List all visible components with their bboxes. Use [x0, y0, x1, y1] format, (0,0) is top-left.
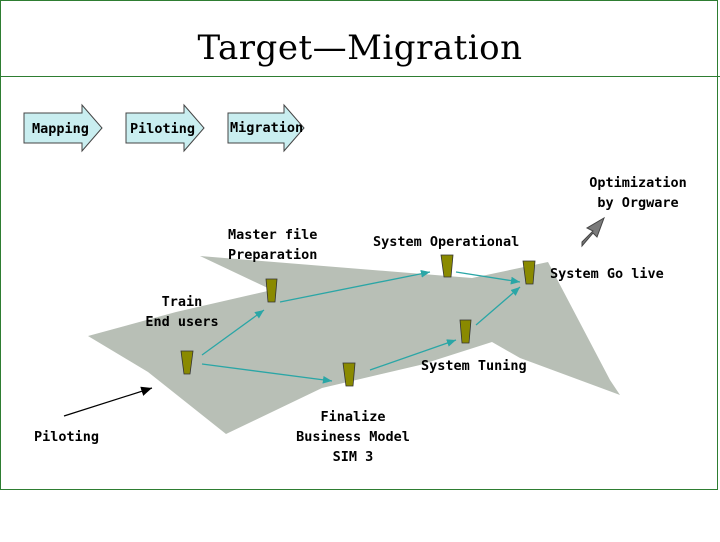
- label-optimization-line2: by Orgware: [597, 195, 679, 211]
- phase-label-mapping: Mapping: [32, 121, 89, 137]
- label-finalize-line3: SIM 3: [332, 449, 374, 465]
- milestone-marker-master-file: [265, 278, 278, 303]
- label-optimization-line1: Optimization: [589, 175, 687, 191]
- connector-master-to-operational: [279, 269, 431, 303]
- migration-plane: [88, 256, 620, 434]
- title-divider: [0, 76, 720, 77]
- label-system-tuning: System Tuning: [421, 358, 527, 374]
- milestone-marker-go-live: [522, 260, 536, 285]
- slide-title: Target—Migration: [197, 28, 523, 68]
- label-finalize-line2: Business Model: [296, 429, 410, 445]
- label-train-line1: Train: [161, 294, 203, 310]
- label-train-line2: End users: [145, 314, 219, 330]
- connector-train-to-master: [201, 309, 265, 356]
- milestone-marker-train: [180, 350, 194, 375]
- milestone-marker-operational: [440, 254, 454, 278]
- label-optimization: Optimization by Orgware: [583, 173, 693, 213]
- phase-arrow-piloting[interactable]: [125, 103, 205, 153]
- slide-frame: [0, 0, 718, 490]
- milestone-marker-finalize: [342, 362, 356, 387]
- piloting-pointer-arrow: [63, 386, 153, 417]
- phase-arrow-migration[interactable]: [227, 103, 305, 153]
- connector-operational-to-golive: [455, 271, 521, 285]
- label-master-file-line1: Master file: [228, 227, 318, 243]
- phase-arrow-mapping[interactable]: [23, 103, 103, 153]
- phase-label-piloting: Piloting: [130, 121, 196, 137]
- label-system-go-live: System Go live: [550, 266, 664, 282]
- label-piloting-pointer: Piloting: [34, 429, 100, 445]
- connector-train-to-finalize: [201, 363, 333, 384]
- label-finalize-line1: Finalize: [320, 409, 386, 425]
- label-master-file-line2: Preparation: [228, 247, 318, 263]
- milestone-marker-tuning: [459, 319, 472, 344]
- label-system-operational: System Operational: [373, 234, 520, 250]
- connector-finalize-to-tuning: [369, 339, 457, 371]
- optimization-arrow-icon: [581, 216, 605, 248]
- connector-tuning-to-golive: [475, 286, 521, 326]
- phase-label-migration: Migration: [230, 120, 304, 136]
